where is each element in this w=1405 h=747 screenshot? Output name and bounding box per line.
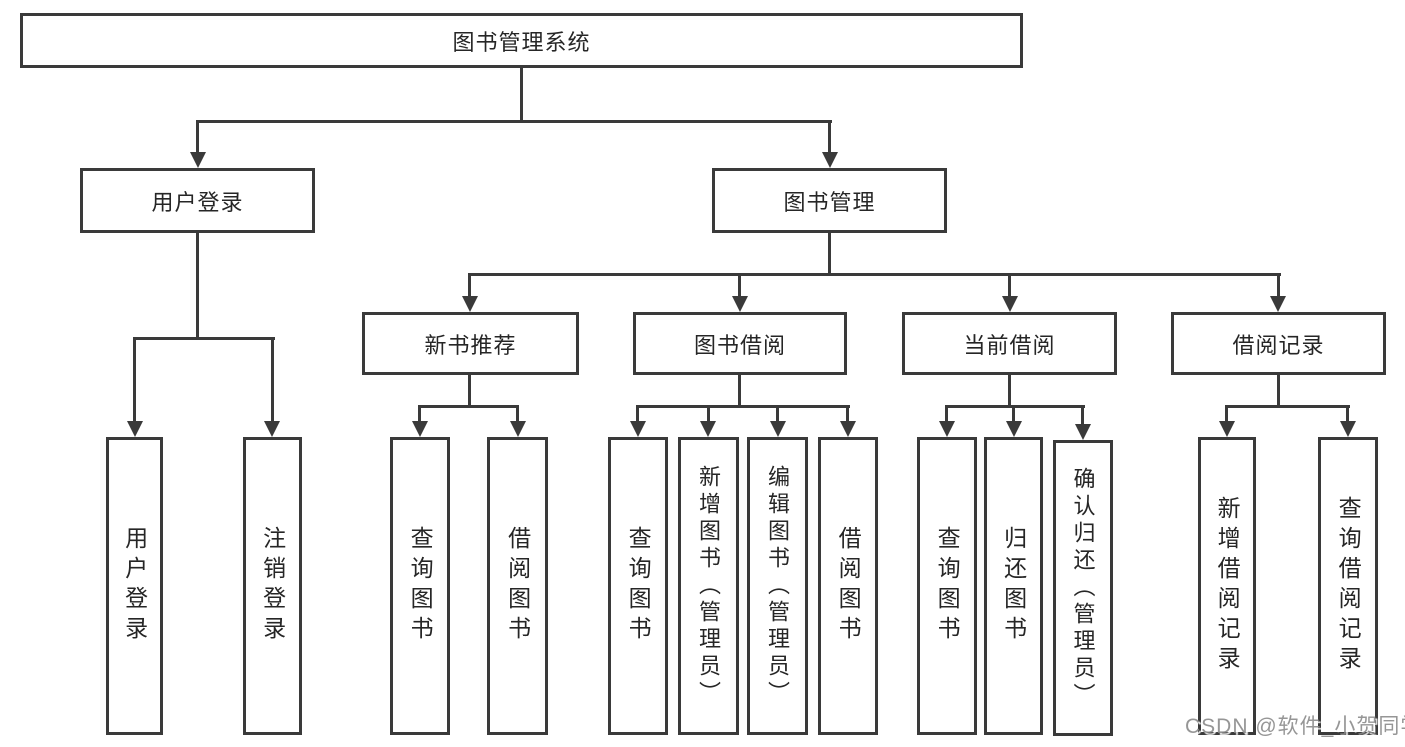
- connector-mgmt-vline: [828, 233, 831, 276]
- node-leaf-bb-edit-books-admin-label: 编辑图书（管理员）: [765, 464, 791, 708]
- node-leaf-br-add-record-label: 新增借阅记录: [1214, 496, 1241, 676]
- connector-newbooks-vline: [468, 375, 471, 408]
- connector-currentborrow-vline: [1008, 375, 1011, 408]
- arrowhead-to-book-borrowing: [732, 296, 748, 312]
- arrowhead-to-leaf-nb-borrow: [510, 421, 526, 437]
- connector-root-hline: [196, 120, 832, 123]
- connector-currentborrow-hline: [945, 405, 1085, 408]
- node-leaf-br-add-record: 新增借阅记录: [1198, 437, 1256, 735]
- node-leaf-nb-query-books: 查询图书: [390, 437, 450, 735]
- connector-bookborrow-leaf2-stem: [707, 408, 710, 424]
- connector-mgmt-hline: [468, 273, 1281, 276]
- node-borrowing-records: 借阅记录: [1171, 312, 1386, 375]
- arrowhead-to-leaf-br-query: [1340, 421, 1356, 437]
- arrowhead-to-leaf-logout: [264, 421, 280, 437]
- node-borrowing-records-label: 借阅记录: [1232, 332, 1325, 358]
- arrowhead-to-leaf-bb-add: [700, 421, 716, 437]
- node-leaf-logout-label: 注销登录: [259, 526, 286, 646]
- arrowhead-to-book-management: [822, 152, 838, 168]
- connector-bookborrow-leaf1-stem: [636, 408, 639, 424]
- arrowhead-to-leaf-cb-confirm: [1075, 424, 1091, 440]
- node-leaf-bb-query-books: 查询图书: [608, 437, 668, 735]
- node-leaf-user-login: 用户登录: [106, 437, 163, 735]
- arrowhead-to-new-book-recommend: [462, 296, 478, 312]
- node-leaf-bb-edit-books-admin: 编辑图书（管理员）: [747, 437, 808, 735]
- node-book-borrowing: 图书借阅: [633, 312, 847, 375]
- connector-mgmt-newbooks-stem: [468, 276, 471, 298]
- connector-currentborrow-leaf3-stem: [1081, 408, 1084, 427]
- node-leaf-user-login-label: 用户登录: [121, 526, 148, 646]
- csdn-watermark: CSDN @软件_小贺同学: [1185, 715, 1405, 738]
- node-leaf-logout: 注销登录: [243, 437, 302, 735]
- connector-login-leaf2-stem: [271, 340, 274, 424]
- node-current-borrowing: 当前借阅: [902, 312, 1117, 375]
- arrowhead-to-user-login: [190, 152, 206, 168]
- connector-login-leaf1-stem: [133, 340, 136, 424]
- arrowhead-to-leaf-bb-edit: [770, 421, 786, 437]
- node-new-book-recommend-label: 新书推荐: [424, 332, 517, 358]
- node-user-login: 用户登录: [80, 168, 315, 233]
- arrowhead-to-leaf-bb-query: [630, 421, 646, 437]
- arrowhead-to-leaf-nb-query: [412, 421, 428, 437]
- connector-currentborrow-leaf2-stem: [1012, 408, 1015, 424]
- connector-login-hline: [133, 337, 275, 340]
- arrowhead-to-leaf-user-login: [127, 421, 143, 437]
- node-book-management: 图书管理: [712, 168, 947, 233]
- connector-bookborrow-vline: [738, 375, 741, 408]
- connector-records-vline: [1277, 375, 1280, 408]
- node-leaf-br-query-record-label: 查询借阅记录: [1335, 496, 1362, 676]
- node-leaf-bb-borrow-books-label: 借阅图书: [835, 526, 862, 646]
- node-user-login-label: 用户登录: [151, 189, 244, 215]
- node-book-management-label: 图书管理: [783, 189, 876, 215]
- node-new-book-recommend: 新书推荐: [362, 312, 579, 375]
- arrowhead-to-current-borrowing: [1002, 296, 1018, 312]
- node-leaf-cb-query-books-label: 查询图书: [934, 526, 961, 646]
- arrowhead-to-leaf-br-add: [1219, 421, 1235, 437]
- node-leaf-cb-confirm-return-admin-label: 确认归还（管理员）: [1070, 466, 1096, 710]
- node-leaf-cb-query-books: 查询图书: [917, 437, 977, 735]
- node-leaf-cb-return-books-label: 归还图书: [1000, 526, 1027, 646]
- connector-bookborrow-hline: [636, 405, 850, 408]
- node-leaf-nb-borrow-books: 借阅图书: [487, 437, 548, 735]
- node-leaf-nb-query-books-label: 查询图书: [407, 526, 434, 646]
- node-leaf-bb-query-books-label: 查询图书: [625, 526, 652, 646]
- connector-root-vline: [520, 68, 523, 123]
- arrowhead-to-leaf-cb-query: [939, 421, 955, 437]
- connector-newbooks-hline: [418, 405, 519, 408]
- node-leaf-bb-add-books-admin-label: 新增图书（管理员）: [696, 464, 722, 708]
- connector-root-login-stem: [196, 123, 199, 154]
- connector-mgmt-bookborrow-stem: [738, 276, 741, 298]
- node-leaf-cb-confirm-return-admin: 确认归还（管理员）: [1053, 440, 1113, 736]
- connector-bookborrow-leaf4-stem: [846, 408, 849, 424]
- node-leaf-nb-borrow-books-label: 借阅图书: [504, 526, 531, 646]
- connector-bookborrow-leaf3-stem: [776, 408, 779, 424]
- arrowhead-to-leaf-bb-borrow: [840, 421, 856, 437]
- connector-records-leaf2-stem: [1346, 408, 1349, 424]
- connector-mgmt-records-stem: [1277, 276, 1280, 298]
- node-leaf-cb-return-books: 归还图书: [984, 437, 1043, 735]
- arrowhead-to-borrowing-records: [1270, 296, 1286, 312]
- connector-root-mgmt-stem: [828, 123, 831, 154]
- connector-currentborrow-leaf1-stem: [945, 408, 948, 424]
- connector-mgmt-currentborrow-stem: [1008, 276, 1011, 298]
- connector-newbooks-leaf2-stem: [516, 408, 519, 424]
- node-leaf-bb-borrow-books: 借阅图书: [818, 437, 878, 735]
- arrowhead-to-leaf-cb-return: [1006, 421, 1022, 437]
- connector-records-hline: [1225, 405, 1350, 408]
- node-current-borrowing-label: 当前借阅: [963, 332, 1056, 358]
- node-leaf-bb-add-books-admin: 新增图书（管理员）: [678, 437, 739, 735]
- connector-newbooks-leaf1-stem: [418, 408, 421, 424]
- connector-login-vline: [196, 233, 199, 340]
- node-leaf-br-query-record: 查询借阅记录: [1318, 437, 1378, 735]
- node-root: 图书管理系统: [20, 13, 1023, 68]
- node-root-label: 图书管理系统: [452, 29, 591, 55]
- connector-records-leaf1-stem: [1225, 408, 1228, 424]
- node-book-borrowing-label: 图书借阅: [693, 332, 786, 358]
